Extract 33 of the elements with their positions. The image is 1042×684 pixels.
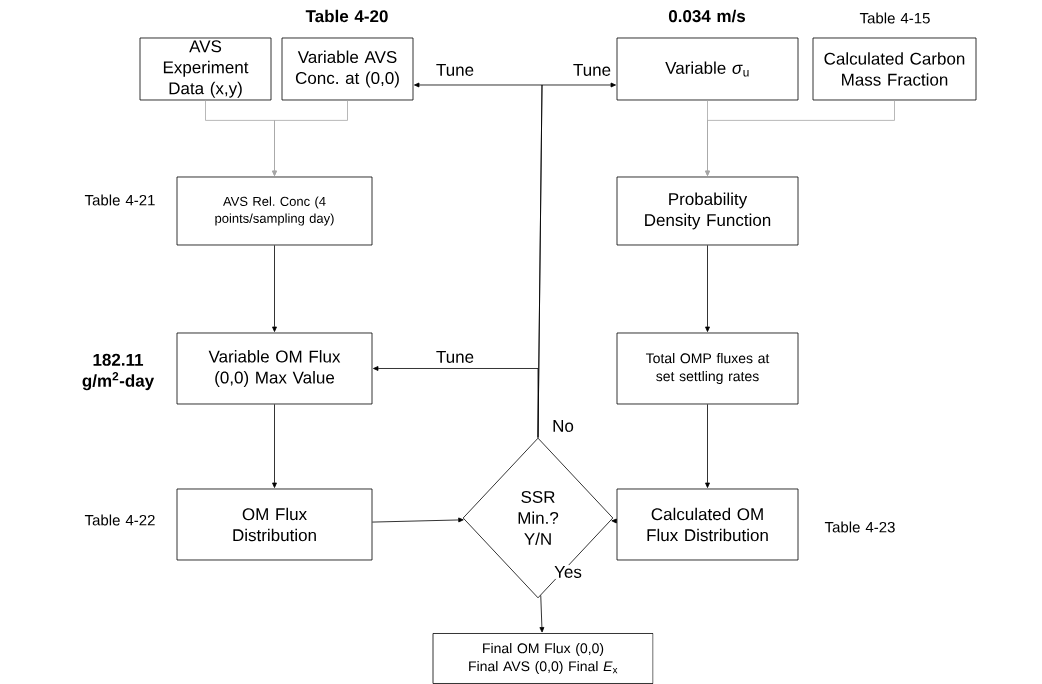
table-reference: Table 4-22 [84, 514, 155, 526]
arrow [272, 404, 277, 488]
arrow [373, 366, 539, 438]
table-reference: 0.034 m/s [668, 9, 746, 23]
table-reference: 182.11 g/m$^{2}$-day [82, 353, 155, 391]
process-box: Calculated Carbon Mass Fraction [812, 37, 977, 101]
table-reference: Table 4-20 [305, 9, 388, 23]
arrow [272, 100, 348, 176]
edge-label: Tune [434, 350, 476, 364]
process-box: Variable AVS Conc. at (0,0) [281, 37, 414, 101]
process-box: Calculated OM Flux Distribution [616, 488, 799, 561]
process-box: AVS Rel. Conc (4 points/sampling day) [176, 176, 373, 246]
process-box: OM Flux Distribution [176, 488, 373, 561]
process-box: Variable OM Flux (0,0) Max Value [176, 332, 373, 405]
process-box: Variable σ$_{u}$ [616, 37, 799, 101]
table-reference: Table 4-21 [84, 194, 155, 206]
arrow [611, 518, 617, 524]
process-box: Probability Density Function [616, 176, 799, 246]
process-box: Total OMP fluxes at set settling rates [616, 332, 799, 405]
table-reference: Table 4-23 [824, 521, 895, 533]
arrow [539, 595, 545, 633]
process-box: AVS Experiment Data (x,y) [139, 37, 272, 101]
arrow [705, 245, 710, 332]
edge-label: Yes [553, 565, 583, 579]
edge-label: Tune [571, 63, 613, 77]
branch-label: No [551, 419, 575, 433]
arrow [705, 100, 895, 176]
table-reference: Table 4-15 [859, 12, 930, 24]
process-box: Final OM Flux (0,0) Final AVS (0,0) Final E$_{x}$ [432, 633, 654, 684]
edge-label: Tune [434, 63, 476, 77]
arrow [272, 245, 277, 332]
arrow [705, 404, 710, 488]
arrow [372, 517, 464, 523]
